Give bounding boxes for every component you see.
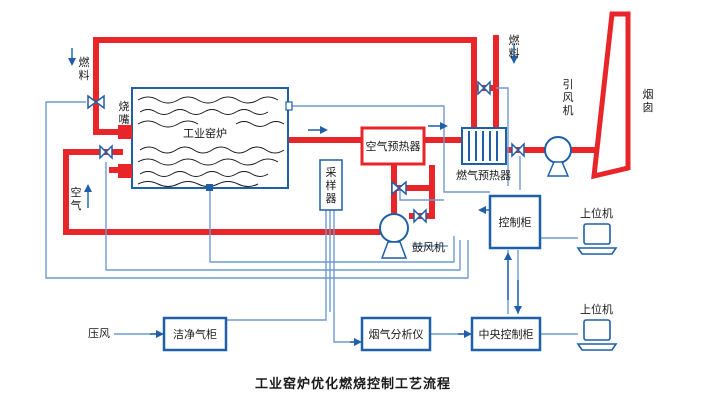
chimney-label: 烟囱 xyxy=(642,88,654,114)
host-bottom-label: 上位机 xyxy=(580,303,613,316)
host-computer-top xyxy=(576,223,618,255)
sampler-box xyxy=(319,159,343,211)
blower-branch-pipe xyxy=(409,165,435,219)
gas-analyzer-label: 烟气分析仪 xyxy=(368,328,424,341)
air-label: 空气 xyxy=(70,186,82,212)
flow-arrows xyxy=(68,44,522,346)
clean-cabinet-box xyxy=(162,316,228,352)
blower-valve xyxy=(391,180,407,196)
chimney-shape xyxy=(591,11,631,180)
central-cabinet-box xyxy=(470,316,542,352)
air-preheater-label: 空气预热器 xyxy=(365,140,421,153)
control-cabinet-box xyxy=(488,194,542,250)
kiln-flames xyxy=(137,96,285,187)
burner-bottom-nozzle xyxy=(118,164,132,178)
burner-top-nozzle xyxy=(118,125,132,139)
blower-valve-signal xyxy=(399,188,444,201)
diagram-caption: 工业窑炉优化燃烧控制工艺流程 xyxy=(254,377,451,392)
fuel-valve-signal-line xyxy=(496,87,509,186)
air-preheater-box xyxy=(360,126,426,166)
induced-fan xyxy=(544,136,572,164)
clean-cabinet-label: 洁净气柜 xyxy=(173,328,217,341)
fuel-top-label: 燃料 xyxy=(508,34,520,60)
fuel-line-valve xyxy=(477,80,491,96)
blower-label: 鼓风机 xyxy=(412,241,445,254)
induced-fan-label: 引风机 xyxy=(562,78,574,117)
gas-analyzer-box xyxy=(360,316,432,352)
top-fuel-pipe xyxy=(93,37,477,133)
host-top-label: 上位机 xyxy=(580,207,613,220)
control-cabinet-label: 控制柜 xyxy=(498,216,532,229)
fuel-left-label: 燃料 xyxy=(78,56,90,82)
central-cabinet-label: 中央控制柜 xyxy=(478,328,534,341)
induced-fan-base xyxy=(546,161,570,177)
blower-fan xyxy=(379,213,409,243)
blower-base xyxy=(380,241,408,259)
kiln-top-sensor xyxy=(285,101,293,111)
compressed-air-label: 压风 xyxy=(88,327,110,340)
fan-damper-valve xyxy=(511,142,525,158)
burner-air-valve xyxy=(99,144,113,160)
blower-branch-valve xyxy=(413,208,427,224)
kiln-bottom-sensor-line xyxy=(209,188,455,263)
host-computer-bottom xyxy=(576,319,618,351)
clean-cabinet-to-sampler-line xyxy=(226,210,327,321)
kiln-label: 工业窑炉 xyxy=(183,127,227,140)
kiln-top-sensor-line xyxy=(290,105,490,193)
valves xyxy=(87,80,525,224)
burner-fuel-valve xyxy=(87,94,105,110)
burner-label: 烧嘴 xyxy=(118,100,130,126)
burner-signal-line xyxy=(45,101,469,279)
gas-preheater-label: 燃气预热器 xyxy=(456,169,511,182)
valve-signal-line xyxy=(105,162,461,271)
sampler-label: 采样器 xyxy=(325,166,337,205)
kiln-bottom-sensor xyxy=(206,184,213,191)
gas-preheater-tubes xyxy=(468,131,498,161)
